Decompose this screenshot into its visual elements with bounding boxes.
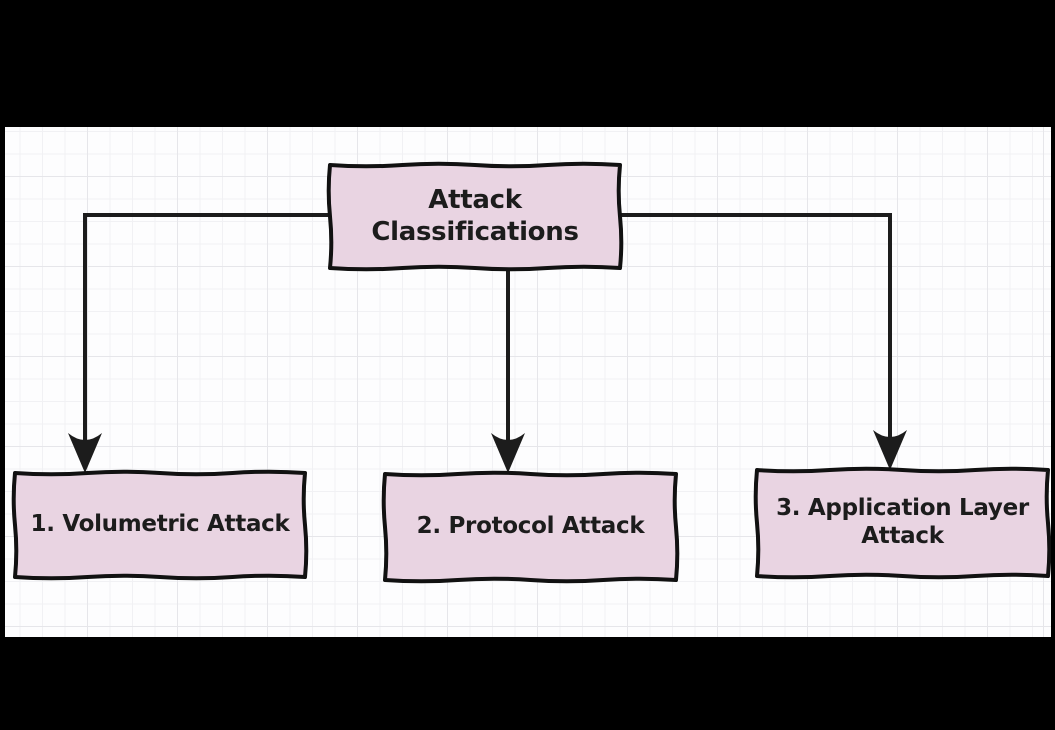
connector-right [620,213,892,439]
node-attack-classifications: Attack Classifications [328,163,622,270]
node-application-layer-attack-label: 3. Application Layer Attack [776,495,1029,549]
shape-attack-classifications [326,161,624,272]
node-protocol-attack-label: 2. Protocol Attack [416,513,645,540]
shape-application-layer [753,466,1051,580]
arrowhead-left [68,433,102,473]
node-application-layer-attack: 3. Application Layer Attack [755,468,1050,578]
connector-left [83,213,330,441]
node-volumetric-attack: 1. Volumetric Attack [13,471,307,579]
node-protocol-attack: 2. Protocol Attack [383,472,678,582]
arrowhead-right [873,430,907,470]
connector-layer [11,161,1051,584]
arrowhead-middle [491,433,525,473]
shape-volumetric-attack [11,469,309,581]
shape-protocol-attack [381,470,680,584]
diagram-canvas: Attack Classifications 1. Volumetric Att… [5,127,1051,637]
node-attack-classifications-label: Attack Classifications [371,185,579,247]
node-volumetric-attack-label: 1. Volumetric Attack [30,511,290,538]
